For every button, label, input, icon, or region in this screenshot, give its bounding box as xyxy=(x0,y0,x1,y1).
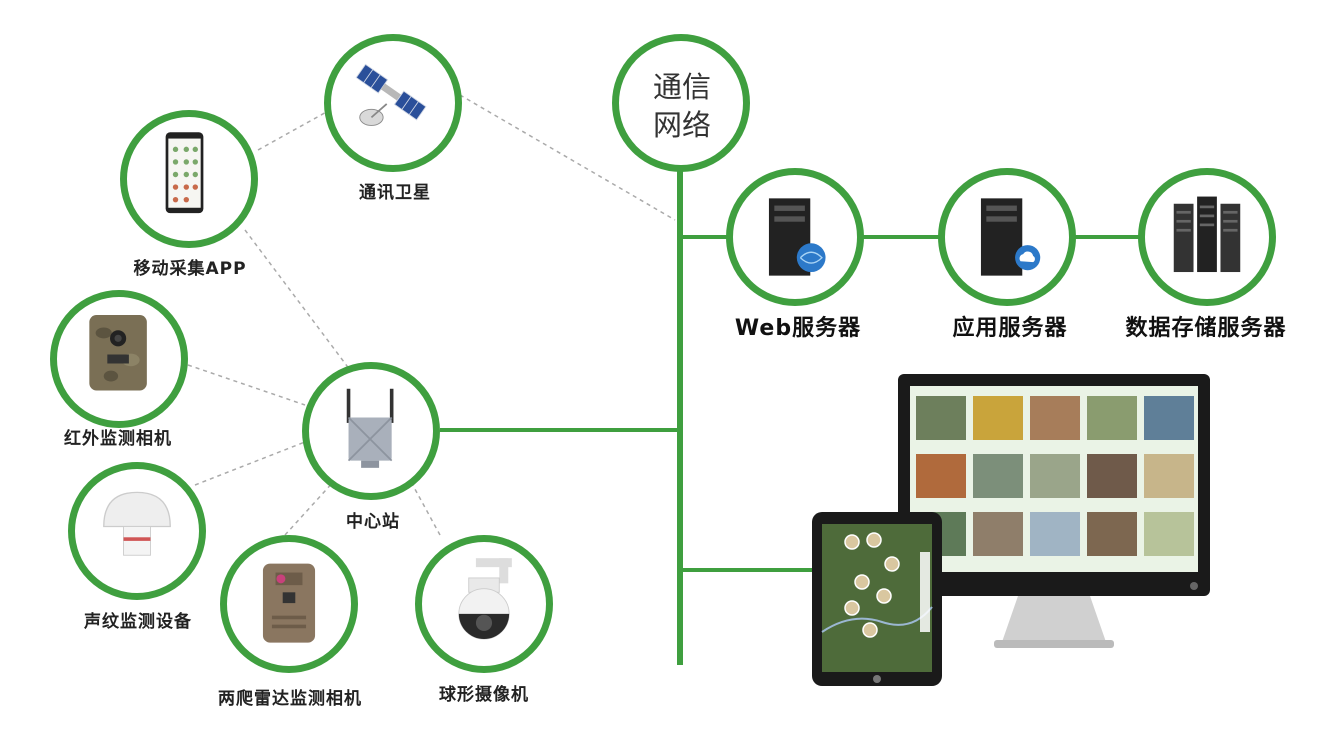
gateway-icon xyxy=(346,388,394,468)
mobile-app-node xyxy=(120,110,258,248)
acoustic-device-label: 声纹监测设备 xyxy=(84,612,192,632)
desktop-monitor xyxy=(898,374,1210,648)
app-server-label: 应用服务器 xyxy=(952,316,1068,341)
network-node xyxy=(612,34,750,172)
tablet-device xyxy=(812,512,942,686)
smartphone-icon xyxy=(165,132,204,214)
storage-server-icon xyxy=(1173,196,1241,273)
dome-camera-icon xyxy=(458,558,512,640)
satellite-label: 通讯卫星 xyxy=(359,183,431,203)
acoustic-device-node xyxy=(68,462,206,600)
app-server-node xyxy=(938,168,1076,306)
radar-camera-icon xyxy=(262,563,316,643)
hub-node xyxy=(302,362,440,500)
acoustic-sensor-icon xyxy=(103,491,171,556)
radar-camera-label: 两爬雷达监测相机 xyxy=(218,689,362,709)
mobile-app-label: 移动采集APP xyxy=(133,259,247,279)
web-server-icon xyxy=(768,198,826,276)
network-label: 通信 网络 xyxy=(652,70,711,142)
hub-label: 中心站 xyxy=(346,512,400,532)
web-server-label: Web服务器 xyxy=(734,316,862,341)
dome-camera-node xyxy=(415,535,553,673)
storage-server-label: 数据存储服务器 xyxy=(1125,316,1287,341)
dome-camera-label: 球形摄像机 xyxy=(439,685,529,705)
infrared-camera-node xyxy=(50,290,188,428)
satellite-icon xyxy=(355,63,427,126)
radar-camera-node xyxy=(220,535,358,673)
app-server-icon xyxy=(980,198,1041,276)
satellite-node xyxy=(324,34,462,172)
storage-server-node xyxy=(1138,168,1276,306)
infrared-camera-label: 红外监测相机 xyxy=(64,429,172,449)
trail-camera-icon xyxy=(89,314,147,391)
web-server-node xyxy=(726,168,864,306)
